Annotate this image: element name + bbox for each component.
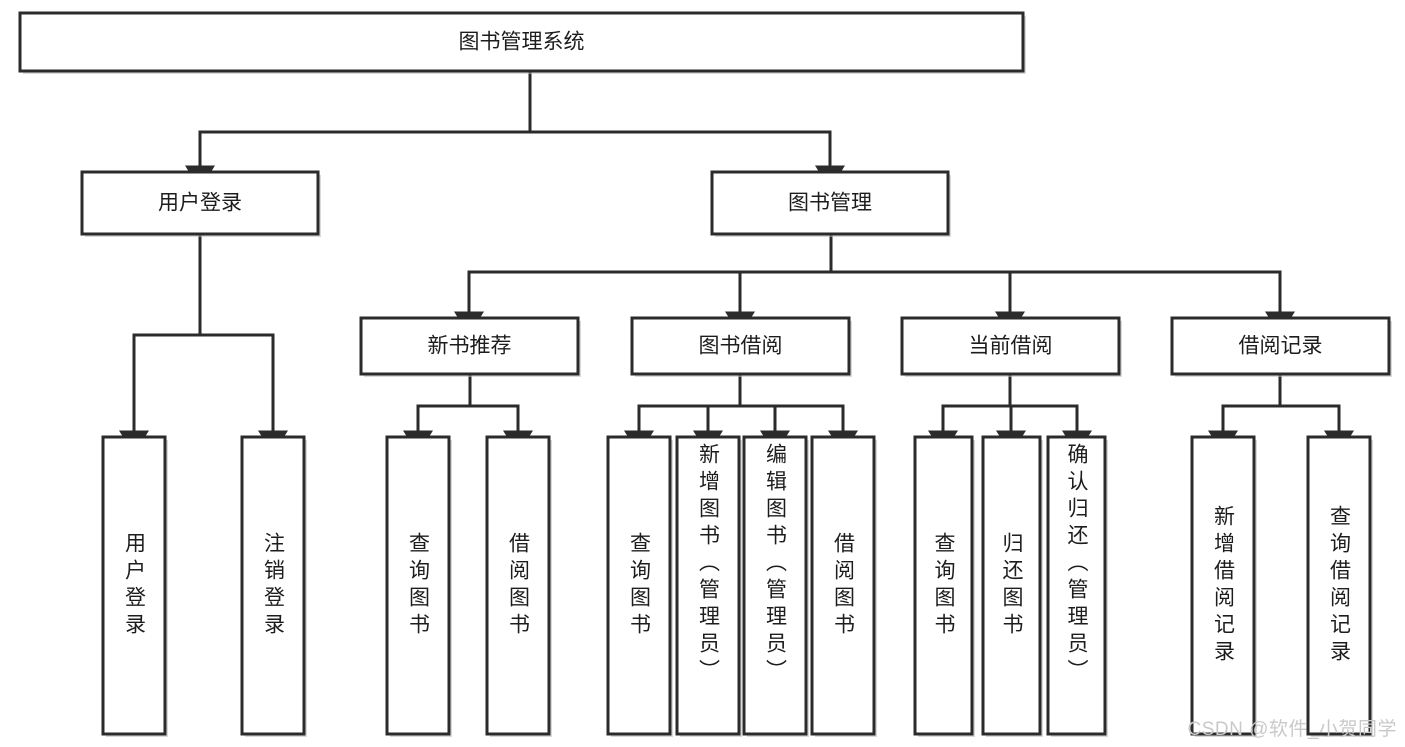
node-box-leaf-user-logout[interactable] [240, 435, 306, 736]
node-box-leaf-add-book[interactable] [675, 435, 741, 736]
node-box-leaf-return-book[interactable] [981, 435, 1042, 736]
node-box-user-login[interactable] [80, 170, 320, 236]
node-box-leaf-query-record[interactable] [1306, 435, 1372, 736]
node-label-book-borrow: 图书借阅 [699, 335, 783, 358]
node-box-leaf-add-record[interactable] [1190, 435, 1256, 736]
node-box-borrow-record[interactable] [1170, 316, 1391, 376]
node-box-book-manage[interactable] [710, 170, 950, 236]
node-label-current-borrow: 当前借阅 [969, 335, 1053, 358]
node-box-leaf-borrow-book[interactable] [810, 435, 876, 736]
node-box-leaf-query-book-borrow[interactable] [606, 435, 672, 736]
node-boxes [18, 11, 1392, 737]
node-box-leaf-edit-book[interactable] [742, 435, 808, 736]
node-box-leaf-query-book-rec[interactable] [385, 435, 451, 736]
csdn-watermark: CSDN @软件_小贺同学 [1187, 719, 1397, 740]
node-label-user-login: 用户登录 [158, 192, 242, 215]
node-label-borrow-record: 借阅记录 [1239, 335, 1323, 358]
node-box-root[interactable] [18, 11, 1025, 73]
node-box-leaf-borrow-book-rec[interactable] [485, 435, 551, 736]
node-box-leaf-query-book-cur[interactable] [913, 435, 974, 736]
connector-lines [119, 69, 1354, 455]
node-box-book-borrow[interactable] [630, 316, 851, 376]
node-label-new-book-recommend: 新书推荐 [428, 335, 512, 358]
node-box-leaf-confirm-return[interactable] [1046, 435, 1107, 736]
node-label-root: 图书管理系统 [459, 31, 585, 54]
node-label-book-manage: 图书管理 [788, 192, 872, 215]
node-box-leaf-user-login[interactable] [101, 435, 167, 736]
node-box-current-borrow[interactable] [900, 316, 1121, 376]
node-box-new-book-recommend[interactable] [359, 316, 580, 376]
